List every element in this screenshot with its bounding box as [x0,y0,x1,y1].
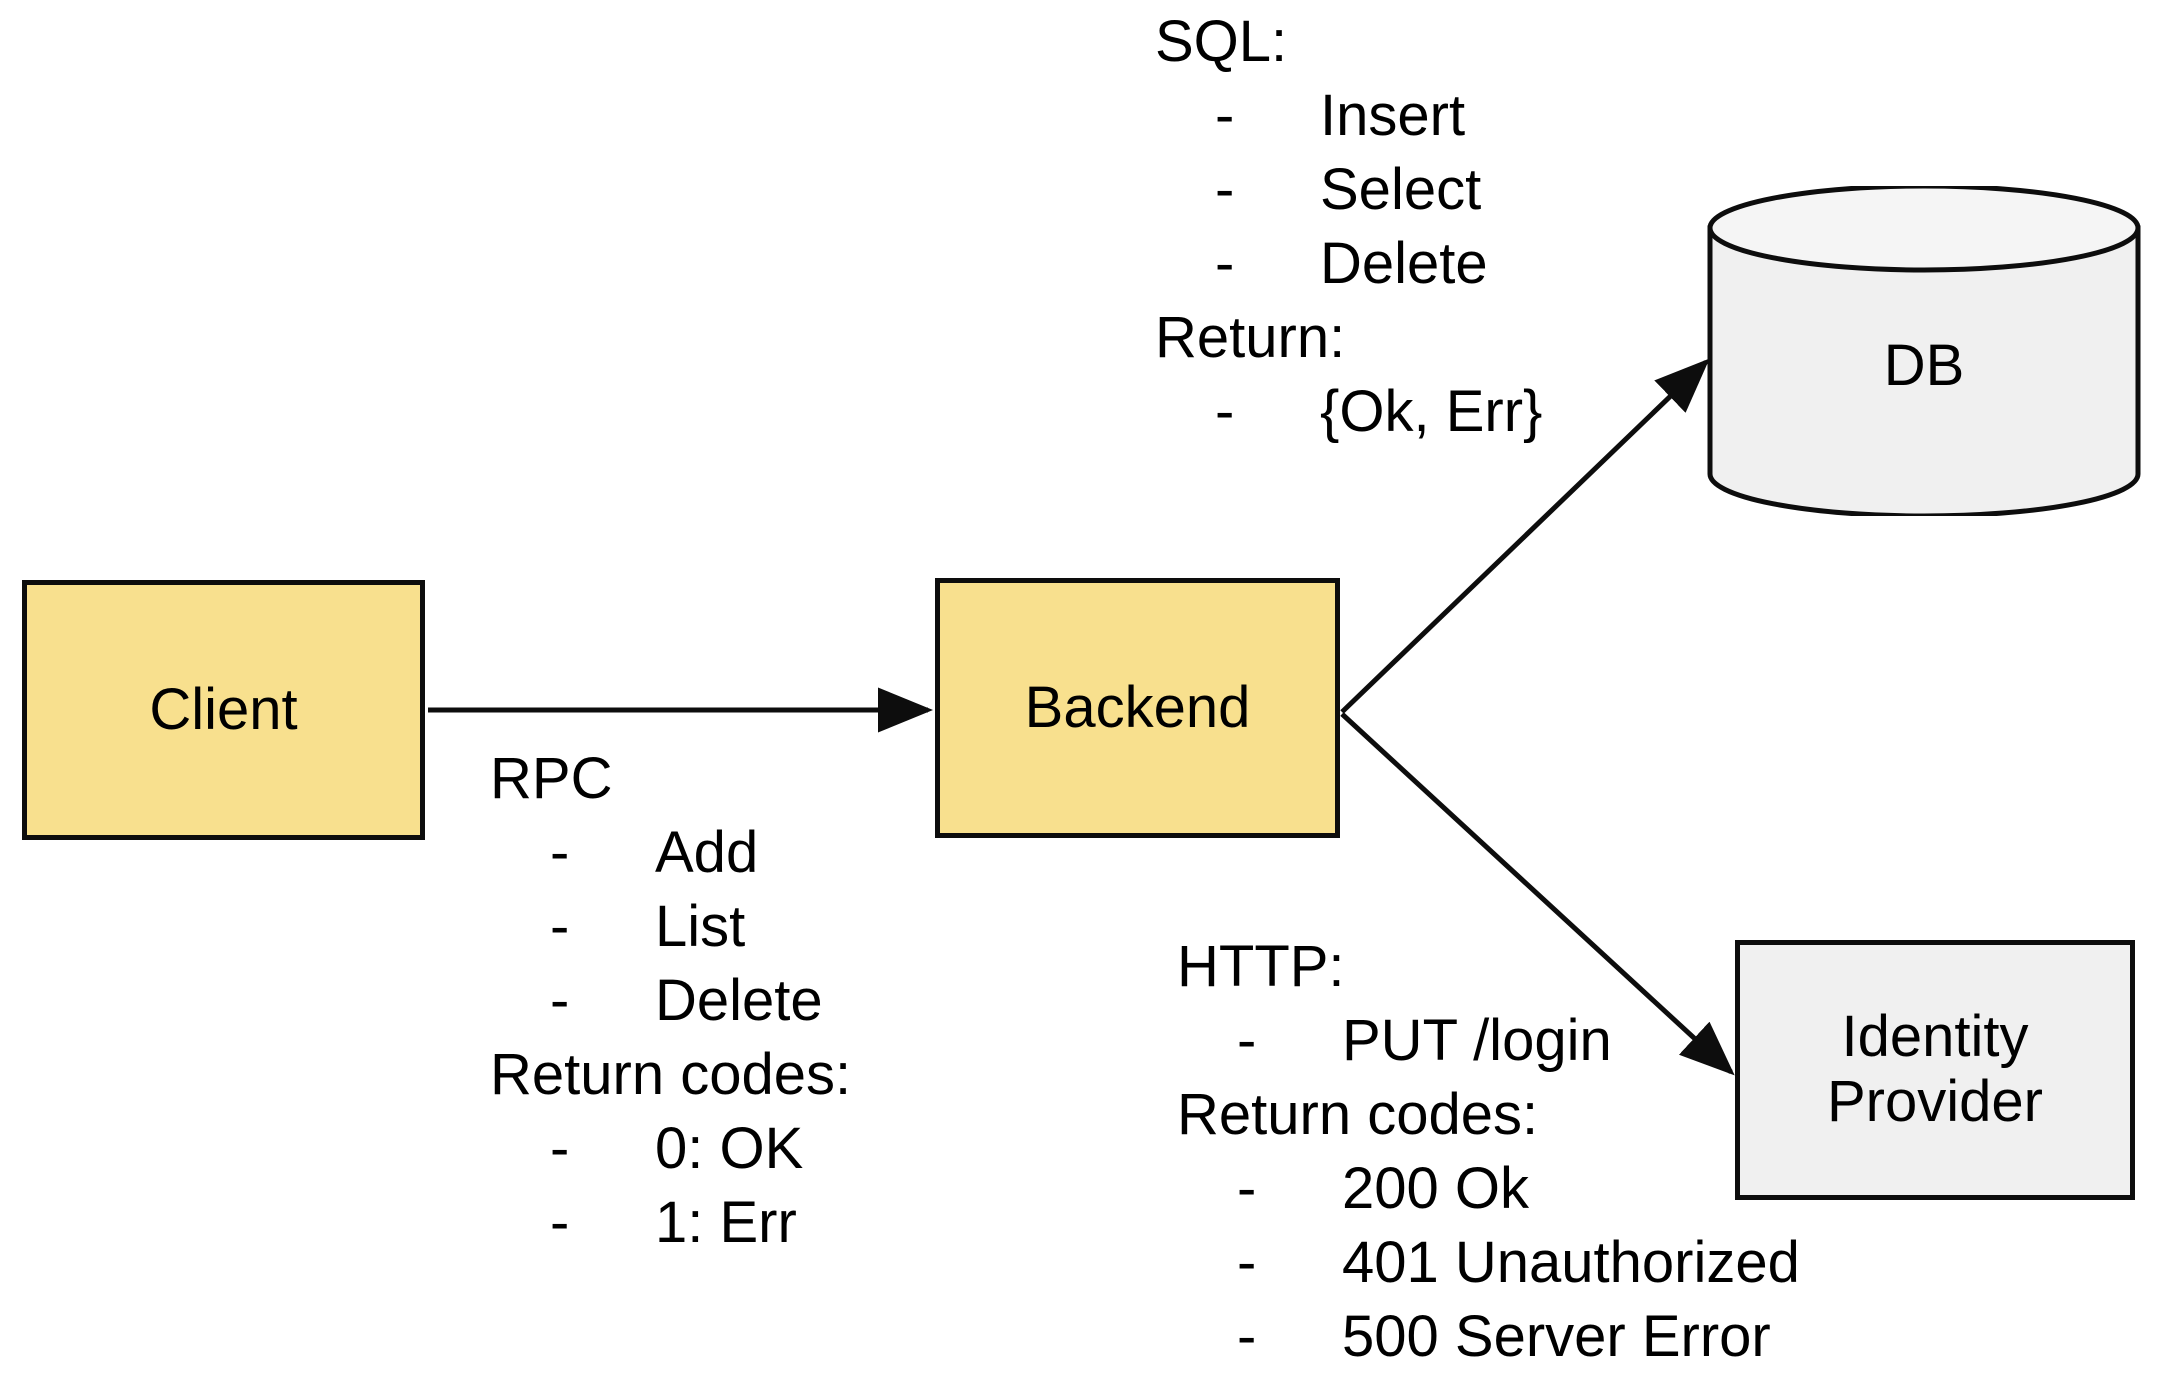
bullet-dash: - [1215,83,1235,148]
annotation-rpc-return-header: Return codes: [490,1042,852,1107]
bullet-dash: - [1237,1008,1257,1073]
node-db[interactable]: DB [1705,186,2143,516]
annotation-sql-item-text: Delete [1320,231,1488,296]
bullet-dash: - [1237,1230,1257,1295]
annotation-http-header: HTTP: [1177,934,1345,999]
database-cylinder-icon [1707,186,2141,516]
bullet-dash: - [550,894,570,959]
bullet-dash: - [1215,157,1235,222]
annotation-rpc-return-item-text: 0: OK [655,1116,804,1181]
node-db-label: DB [1883,332,1965,398]
annotation-http-return-item: - 500 Server Error [1177,1300,1800,1374]
bullet-dash: - [550,820,570,885]
node-identity-provider-label: Identity Provider [1827,1004,2043,1135]
annotation-sql-return-item: - {Ok, Err} [1155,375,1542,449]
bullet-dash: - [550,1116,570,1181]
annotation-rpc-header: RPC [490,746,613,811]
annotation-http-return-header: Return codes: [1177,1082,1539,1147]
annotation-rpc-return-item-text: 1: Err [655,1190,797,1255]
bullet-dash: - [1237,1304,1257,1369]
annotation-http: HTTP: -PUT /login Return codes: -200 Ok … [1177,930,1800,1374]
annotation-http-return-item-text: 200 Ok [1342,1156,1529,1221]
bullet-dash: - [550,968,570,1033]
node-identity-provider-label-line1: Identity [1841,1004,2029,1070]
annotation-http-return-item: - 200 Ok [1177,1152,1800,1226]
annotation-sql-return-item-text: {Ok, Err} [1320,379,1543,444]
bullet-dash: - [1215,379,1235,444]
annotation-sql-item: - Insert [1155,79,1542,153]
annotation-sql-item-text: Select [1320,157,1482,222]
annotation-http-return-item: - 401 Unauthorized [1177,1226,1800,1300]
node-identity-provider[interactable]: Identity Provider [1735,940,2135,1200]
bullet-dash: - [1215,231,1235,296]
bullet-dash: - [550,1190,570,1255]
annotation-rpc-item-text: List [655,894,746,959]
node-client-label: Client [149,676,298,742]
node-backend-label: Backend [1024,674,1251,740]
annotation-rpc-item-text: Delete [655,968,823,1033]
annotation-sql-header: SQL: [1155,9,1288,74]
annotation-rpc: RPC - Add - List - Delete Return codes: - 0:… [490,742,851,1260]
annotation-sql-item: - Select [1155,153,1542,227]
annotation-http-item-text: PUT /login [1342,1008,1612,1073]
annotation-http-return-item-text: 500 Server Error [1342,1304,1771,1369]
node-backend[interactable]: Backend [935,578,1340,838]
node-identity-provider-label-line2: Provider [1827,1069,2043,1134]
annotation-rpc-item: - List [490,890,851,964]
annotation-rpc-item-text: Add [655,820,759,885]
annotation-sql-item-text: Insert [1320,83,1466,148]
annotation-sql-item: - Delete [1155,227,1542,301]
annotation-rpc-item: - Add [490,816,851,890]
annotation-rpc-item: - Delete [490,964,851,1038]
annotation-sql: SQL: - Insert - Select - Delete Return: - {O… [1155,5,1542,449]
annotation-http-return-item-text: 401 Unauthorized [1342,1230,1800,1295]
annotation-sql-return-header: Return: [1155,305,1346,370]
annotation-rpc-return-item: - 1: Err [490,1186,851,1260]
node-client[interactable]: Client [22,580,425,840]
annotation-rpc-return-item: - 0: OK [490,1112,851,1186]
bullet-dash: - [1237,1156,1257,1221]
annotation-http-item: - PUT /login [1177,1004,1800,1078]
